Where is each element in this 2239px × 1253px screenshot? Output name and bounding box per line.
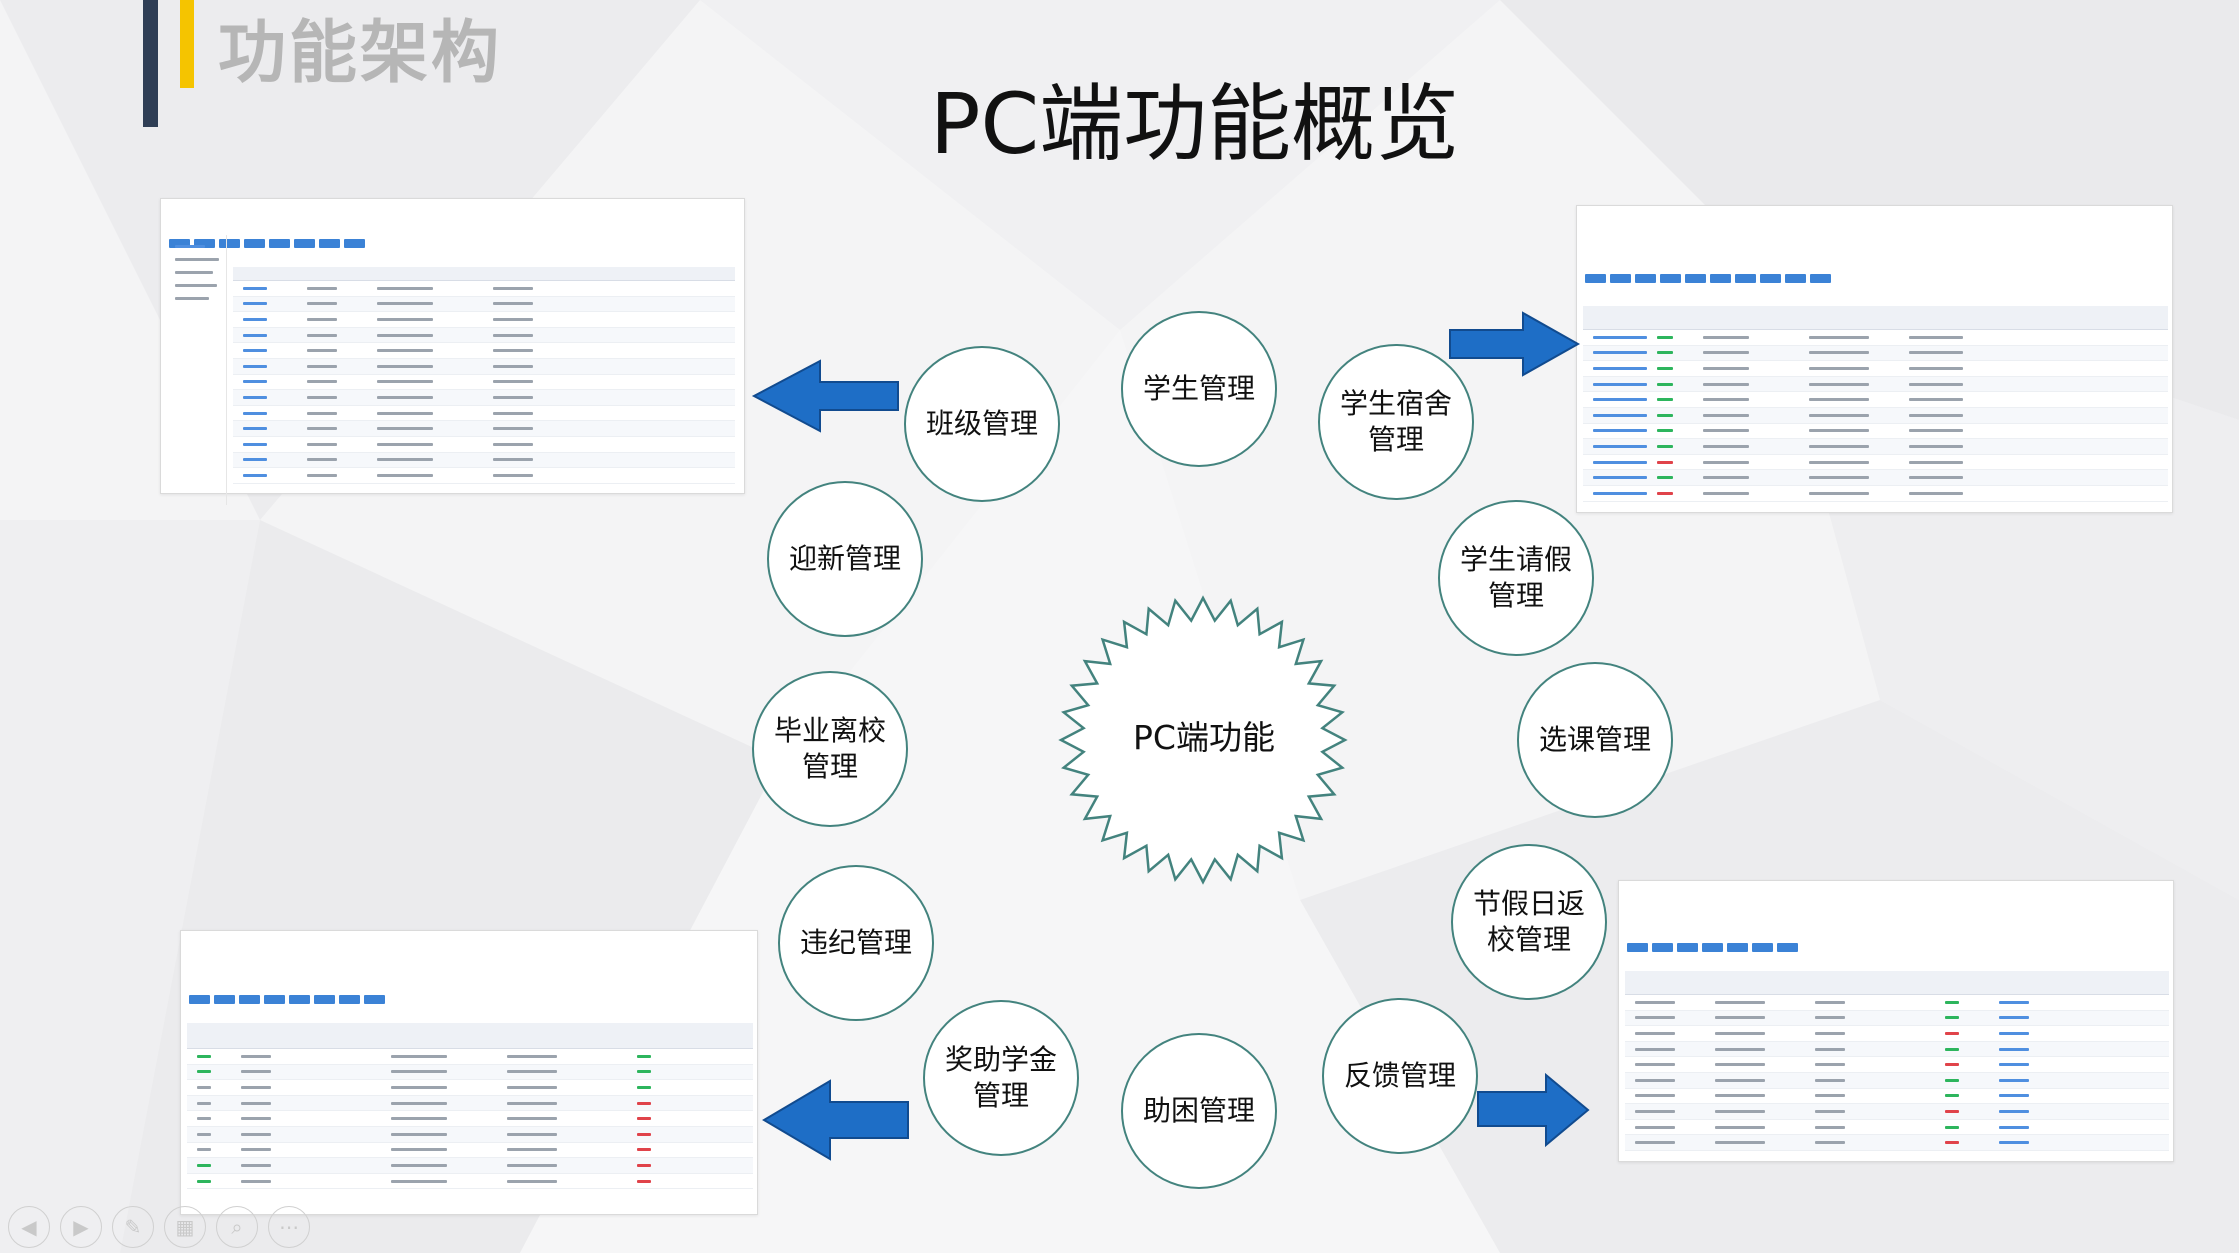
node-scholarship-management[interactable]: 奖助学金 管理 <box>923 1000 1079 1156</box>
node-discipline-management[interactable]: 违纪管理 <box>778 865 934 1021</box>
screenshot-table <box>187 1023 753 1190</box>
screenshot-toolbar <box>1627 943 1798 952</box>
slides-icon[interactable]: ▦ <box>164 1206 206 1248</box>
arrow-left-top <box>751 359 899 433</box>
node-aid-management[interactable]: 助困管理 <box>1121 1033 1277 1189</box>
screenshot-table <box>1625 971 2169 1151</box>
node-class-management[interactable]: 班级管理 <box>904 346 1060 502</box>
node-feedback-management[interactable]: 反馈管理 <box>1322 998 1478 1154</box>
center-label: PC端功能 <box>1133 718 1275 757</box>
node-holiday-return-management[interactable]: 节假日返 校管理 <box>1451 844 1607 1000</box>
node-dorm-management[interactable]: 学生宿舍 管理 <box>1318 344 1474 500</box>
node-leave-management[interactable]: 学生请假 管理 <box>1438 500 1594 656</box>
playback-controls: ◀ ▶ ✎ ▦ ⌕ ⋯ <box>0 1201 360 1253</box>
prev-icon[interactable]: ◀ <box>8 1206 50 1248</box>
pen-icon[interactable]: ✎ <box>112 1206 154 1248</box>
screenshot-toolbar <box>189 995 385 1004</box>
screenshot-scholarship-management <box>180 930 758 1215</box>
screenshot-table <box>1583 306 2168 502</box>
screenshot-class-management <box>160 198 745 505</box>
screenshot-toolbar <box>1585 274 1831 283</box>
next-icon[interactable]: ▶ <box>60 1206 102 1248</box>
title-accent-bar-blue <box>143 0 158 127</box>
screenshot-holiday-return-management <box>1618 880 2174 1162</box>
node-course-selection-management[interactable]: 选课管理 <box>1517 662 1673 818</box>
screenshot-table <box>233 267 735 484</box>
arrow-right-top <box>1449 311 1581 377</box>
node-welcome-management[interactable]: 迎新管理 <box>767 481 923 637</box>
arrow-right-bottom <box>1477 1072 1590 1148</box>
more-icon[interactable]: ⋯ <box>268 1206 310 1248</box>
center-starburst <box>1058 595 1348 885</box>
screenshot-dorm-management <box>1576 205 2173 513</box>
node-student-management[interactable]: 学生管理 <box>1121 311 1277 467</box>
section-title: 功能架构 <box>218 14 503 93</box>
screenshot-toolbar <box>169 239 365 248</box>
arrow-left-bottom <box>762 1079 909 1161</box>
title-accent-bar-yellow <box>180 0 194 88</box>
node-graduation-management[interactable]: 毕业离校 管理 <box>752 671 908 827</box>
screenshot-tree <box>165 235 227 505</box>
page-title: PC端功能概览 <box>929 75 1460 173</box>
zoom-icon[interactable]: ⌕ <box>216 1206 258 1248</box>
